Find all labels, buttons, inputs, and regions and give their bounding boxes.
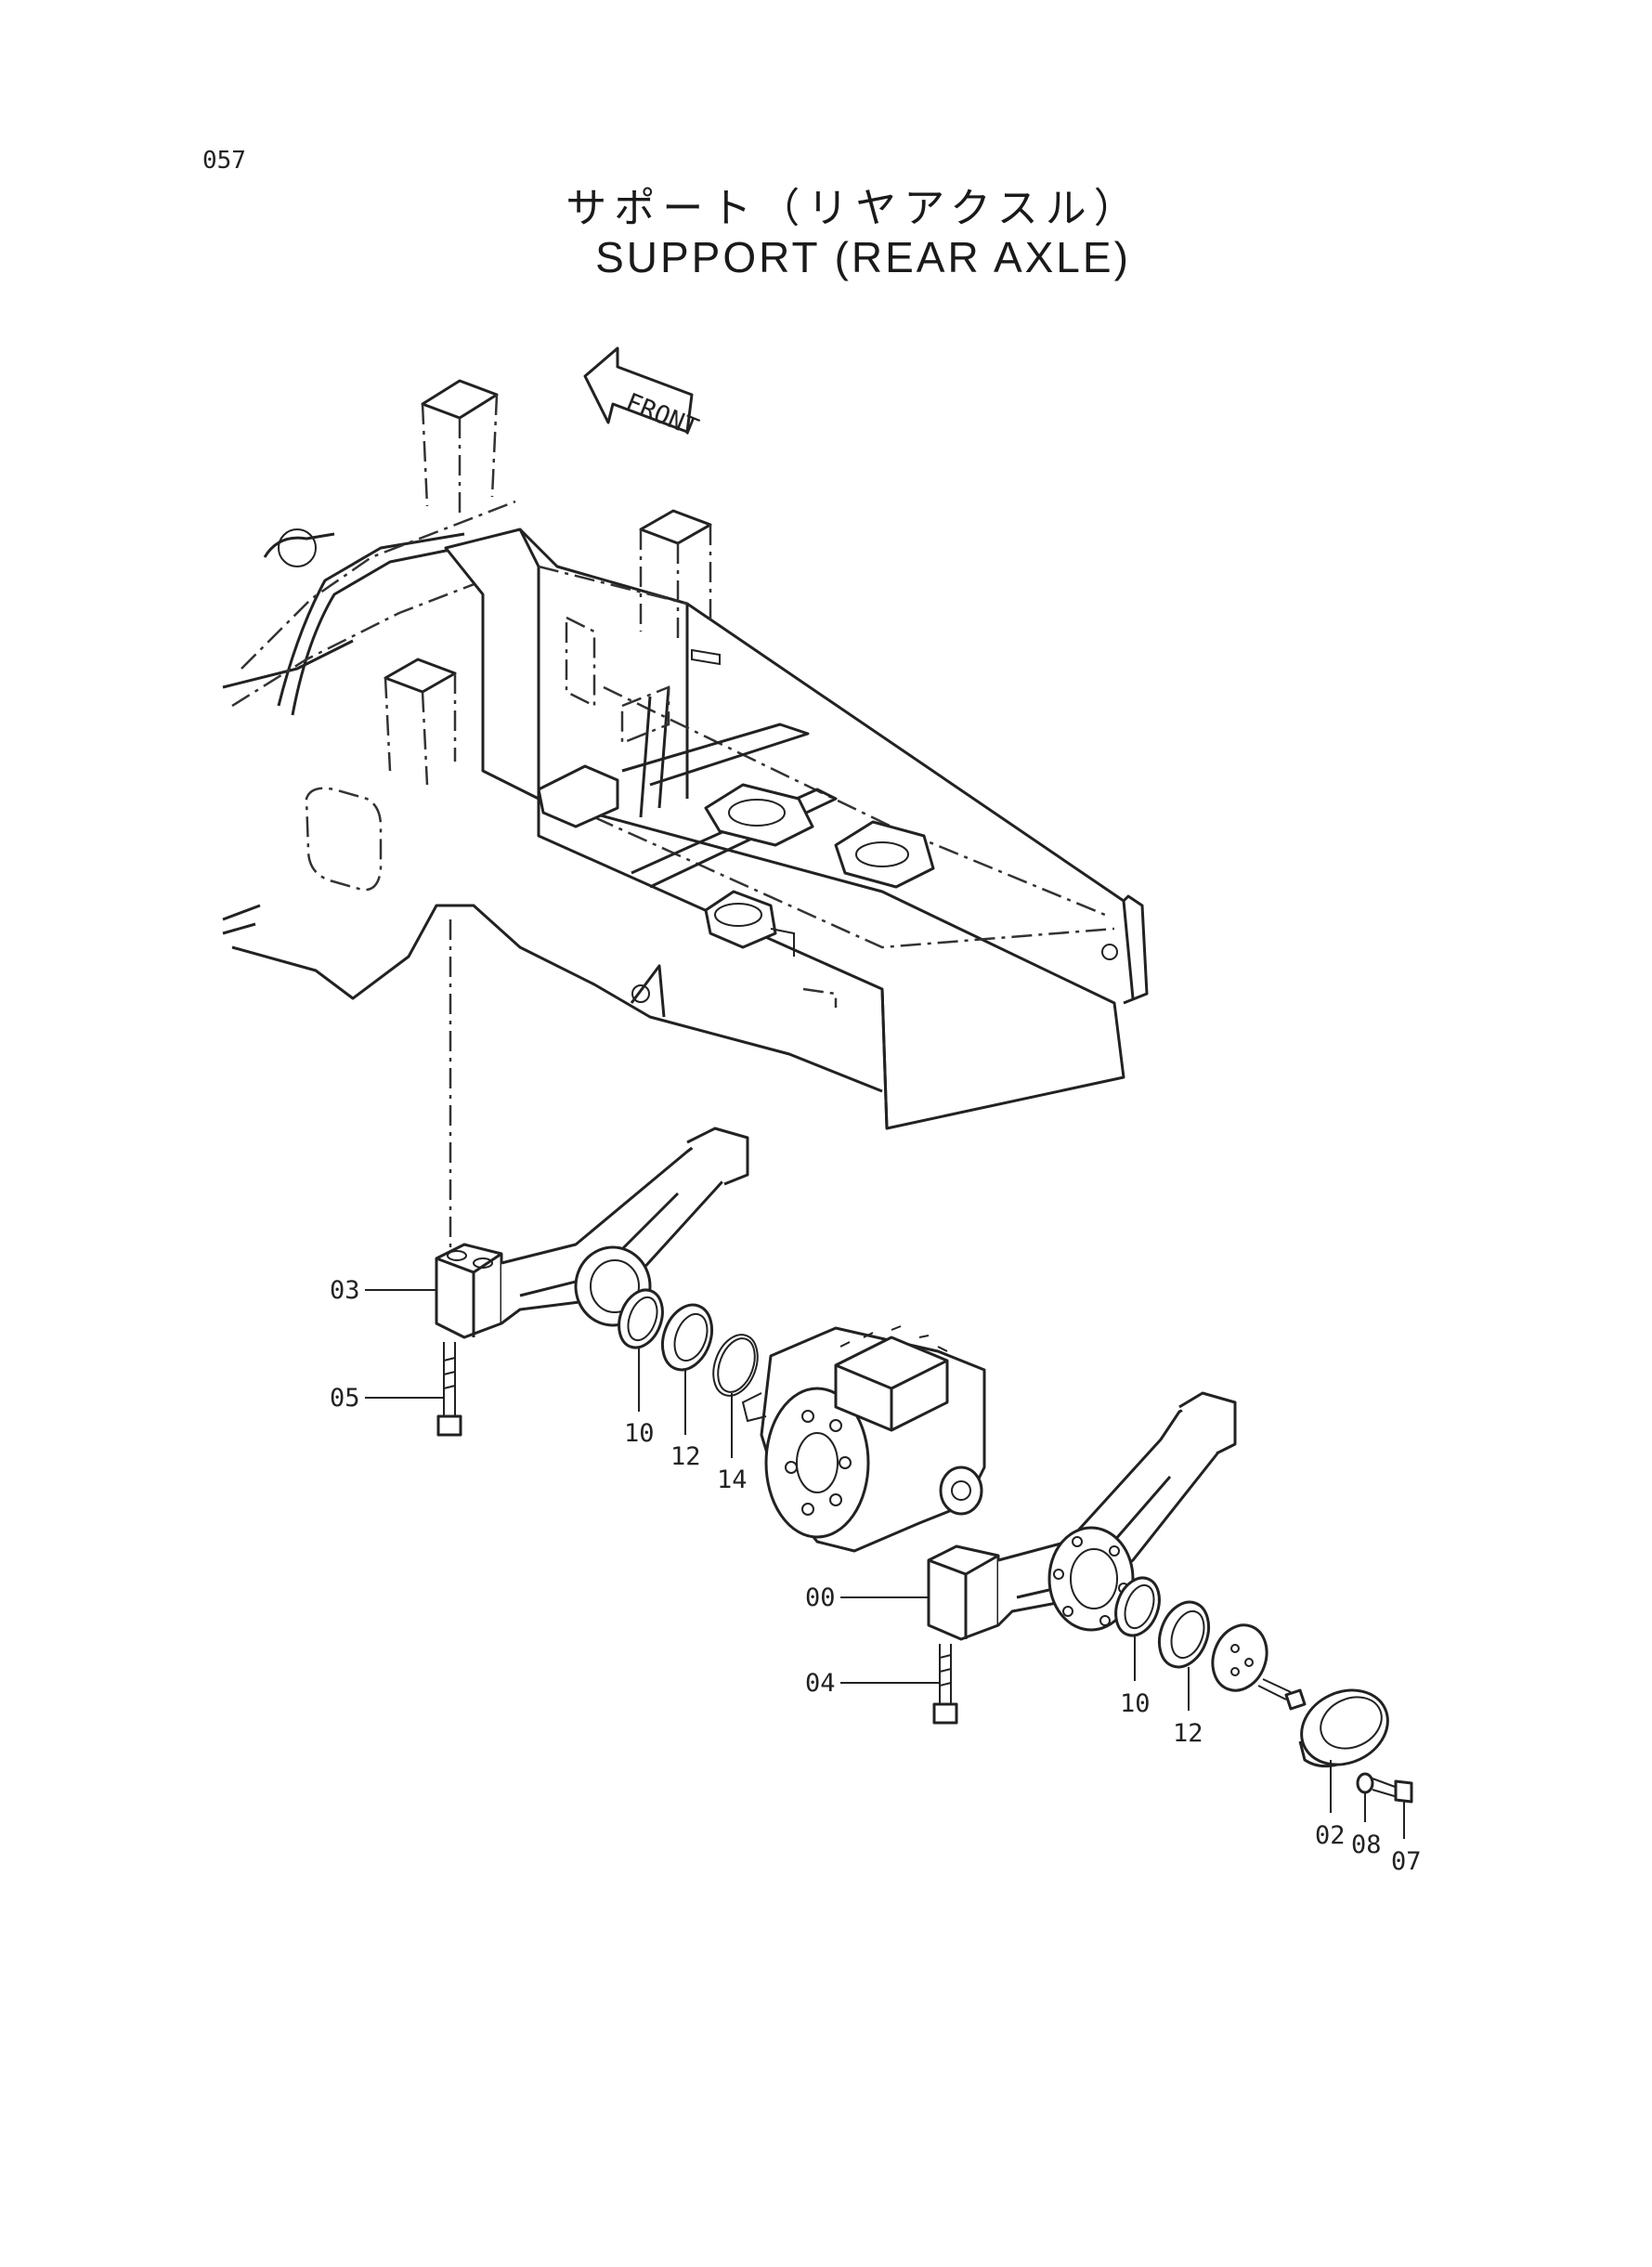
thrust-plate: [1211, 1623, 1307, 1711]
callout-14: 14: [717, 1466, 748, 1494]
bolt-04: [932, 1644, 958, 1725]
bolt-05: [436, 1342, 462, 1437]
callout-12-left: 12: [670, 1442, 701, 1471]
callout-02: 02: [1315, 1821, 1346, 1850]
callout-00: 00: [805, 1583, 836, 1612]
callout-03: 03: [330, 1276, 360, 1305]
title-english: SUPPORT (REAR AXLE): [595, 233, 1131, 281]
page-number: 057: [202, 147, 246, 175]
callout-10-left: 10: [624, 1419, 655, 1448]
callout-04: 04: [805, 1669, 836, 1698]
callout-10-right: 10: [1120, 1689, 1151, 1718]
washer-and-bolt: [1356, 1772, 1413, 1804]
left-seal-rings: [618, 1288, 759, 1397]
front-direction-arrow: FRONT: [583, 346, 702, 443]
right-seal-rings: [1114, 1576, 1211, 1669]
callout-12-right: 12: [1173, 1719, 1203, 1748]
callout-08: 08: [1351, 1831, 1382, 1859]
right-support-bracket: [927, 1391, 1237, 1641]
callout-05: 05: [330, 1384, 360, 1413]
callout-labels: 03 05 10 12 14 00 04 10 12 02 08 07: [330, 1276, 1422, 1876]
end-cap: [1298, 1688, 1389, 1768]
title-japanese: サポート（リヤアクスル）: [566, 185, 1142, 232]
callout-07: 07: [1391, 1847, 1422, 1876]
frame-assembly: [222, 379, 1149, 1130]
axle-housing: [741, 1325, 986, 1553]
